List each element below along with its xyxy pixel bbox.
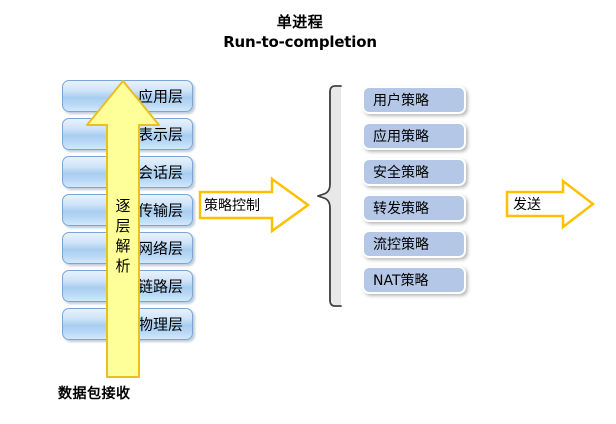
policy-box-forwarding[interactable]: 转发策略 [362,194,466,222]
policy-label: NAT策略 [373,273,429,289]
up-arrow-icon [86,80,160,378]
policy-label: 流控策略 [373,237,429,253]
policy-box-application[interactable]: 应用策略 [362,122,466,150]
layer-label: 应用层 [137,87,183,106]
policy-box-stack: 用户策略 应用策略 安全策略 转发策略 流控策略 NAT策略 [362,86,472,306]
policy-control-arrow[interactable]: 策略控制 [198,176,311,234]
layer-label: 网络层 [137,239,183,258]
policy-box-user[interactable]: 用户策略 [362,86,466,114]
policy-label: 用户策略 [373,93,429,109]
layer-label: 会话层 [137,163,183,182]
packet-receive-caption: 数据包接收 [58,386,131,402]
right-arrow-icon [505,178,596,230]
policy-label: 安全策略 [373,165,429,181]
policy-box-security[interactable]: 安全策略 [362,158,466,186]
title-line-english: Run-to-completion [223,33,377,51]
send-label: 发送 [513,197,541,213]
policy-label: 应用策略 [373,129,429,145]
layer-label: 表示层 [137,125,183,144]
curly-brace-icon [317,85,342,307]
policy-label: 转发策略 [373,201,429,217]
policy-control-label: 策略控制 [204,198,260,214]
title-line-chinese: 单进程 [276,13,324,31]
right-arrow-icon [198,176,311,234]
up-arrow-parse-layers: 逐 层 解 析 [84,78,162,380]
layer-label: 传输层 [137,201,183,220]
policy-box-flow-control[interactable]: 流控策略 [362,230,466,258]
policy-box-nat[interactable]: NAT策略 [362,266,466,294]
policy-group-brace [305,84,343,308]
send-arrow[interactable]: 发送 [505,178,596,230]
layer-label: 物理层 [137,315,183,334]
layer-label: 链路层 [137,277,183,296]
diagram-title: 单进程 Run-to-completion [160,12,440,53]
